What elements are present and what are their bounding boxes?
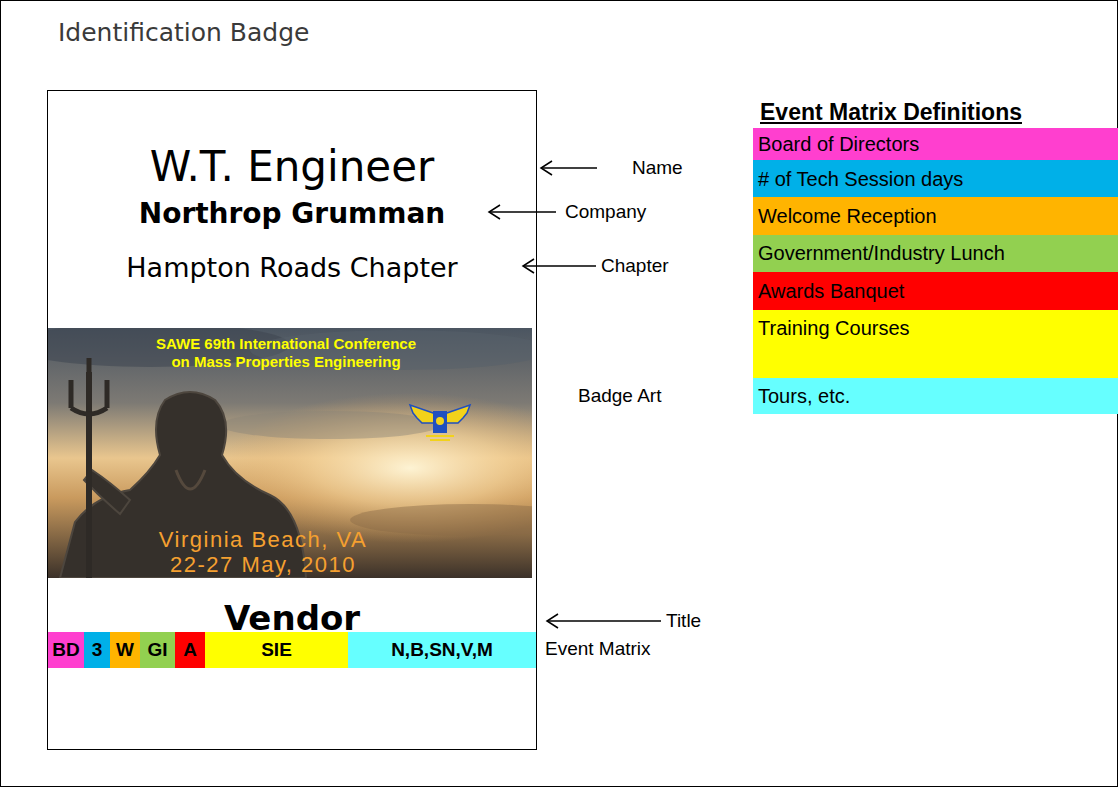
cloud [220, 411, 440, 439]
legend-text: Tours, etc. [753, 384, 1118, 408]
legend-swatch: Welcome Reception [753, 197, 1118, 235]
trident-prongs [71, 358, 107, 414]
badge-title: Vendor [48, 598, 536, 638]
logo-base [426, 436, 454, 440]
page-title: Identification Badge [58, 18, 309, 47]
legend-text: Board of Directors [753, 132, 1118, 156]
badge-company: Northrop Grumman [48, 197, 536, 230]
event-code: GI [147, 639, 167, 662]
sawe-logo [410, 405, 470, 440]
legend-heading: Event Matrix Definitions [760, 99, 1022, 126]
badge-art: SAWE 69th International Conference on Ma… [48, 329, 533, 579]
event-place-date: Virginia Beach, VA 22-27 May, 2010 [143, 527, 383, 577]
legend-text: Government/Industry Lunch [753, 241, 1118, 265]
arrow-head [489, 205, 500, 219]
event-code: W [116, 639, 134, 662]
leader-arrows [489, 161, 661, 628]
trident-shaft [86, 372, 92, 578]
event-code: BD [52, 639, 79, 662]
event-code: N,B,SN,V,M [391, 639, 493, 662]
legend-swatch: Government/Industry Lunch [753, 235, 1118, 272]
event-cell: BD [48, 632, 84, 668]
badge-chapter: Hampton Roads Chapter [48, 252, 536, 283]
legend-text: Training Courses [753, 316, 1118, 340]
callout-label: Badge Art [578, 385, 661, 407]
logo-dot [436, 417, 444, 425]
legend-swatch: Awards Banquet [753, 272, 1118, 310]
leader-line [541, 167, 597, 169]
event-code: 3 [92, 639, 103, 662]
cloud [350, 504, 532, 536]
logo-shield [433, 411, 447, 433]
badge-name: W.T. Engineer [48, 142, 536, 191]
event-code: A [183, 639, 197, 662]
logo-wing [410, 405, 436, 423]
legend-swatch: Tours, etc. [753, 378, 1118, 414]
legend-swatch: Training Courses [753, 310, 1118, 378]
statue-beard [176, 470, 205, 489]
callout-label: Event Matrix [545, 638, 651, 660]
callout-label: Company [565, 201, 646, 223]
leader-line [523, 265, 596, 267]
arrow-head [523, 259, 534, 273]
event-cell: GI [140, 632, 175, 668]
event-cell: W [110, 632, 140, 668]
leader-line [547, 620, 661, 622]
legend-swatch: # of Tech Session days [753, 160, 1118, 197]
event-code: SIE [261, 639, 292, 662]
badge-art-illustration [47, 328, 532, 578]
legend-text: # of Tech Session days [753, 167, 1118, 191]
callout-label: Chapter [601, 255, 669, 277]
badge-card: W.T. EngineerNorthrop GrummanHampton Roa… [47, 90, 537, 750]
conference-name: SAWE 69th International Conference on Ma… [150, 335, 422, 371]
legend-swatch: Board of Directors [753, 128, 1118, 160]
arrow-head [547, 614, 558, 628]
legend-text: Awards Banquet [753, 279, 1118, 303]
callout-label: Name [632, 157, 683, 179]
leader-line [489, 211, 556, 213]
callout-label: Title [666, 610, 701, 632]
event-cell: N,B,SN,V,M [348, 632, 536, 668]
legend-text: Welcome Reception [753, 204, 1118, 228]
logo-wing [444, 405, 470, 423]
arrow-head [541, 161, 552, 175]
event-cell: 3 [84, 632, 110, 668]
event-cell: A [175, 632, 205, 668]
